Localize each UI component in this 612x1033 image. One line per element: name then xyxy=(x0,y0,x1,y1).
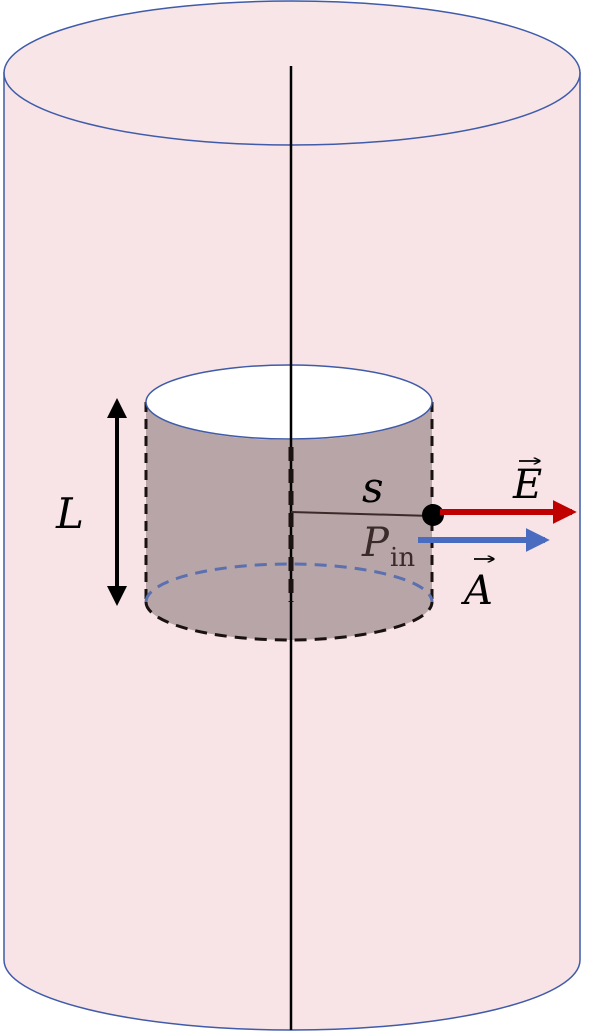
point-label-sub: in xyxy=(390,543,415,573)
point-p-in xyxy=(422,504,444,526)
point-label: P in xyxy=(361,520,415,573)
gaussian-bottom-front xyxy=(144,601,434,642)
radius-line xyxy=(290,511,433,517)
length-label: L xyxy=(55,489,84,538)
gaussian-top-cap xyxy=(145,364,433,440)
e-field-label-group: E xyxy=(512,461,542,508)
gaussian-bottom-back xyxy=(144,562,434,603)
point-label-main: P xyxy=(361,520,390,566)
e-field-label: E xyxy=(512,462,542,508)
area-vector-label: A xyxy=(460,568,493,614)
area-vector-label-group: A xyxy=(460,559,494,614)
radius-label: s xyxy=(362,463,384,512)
